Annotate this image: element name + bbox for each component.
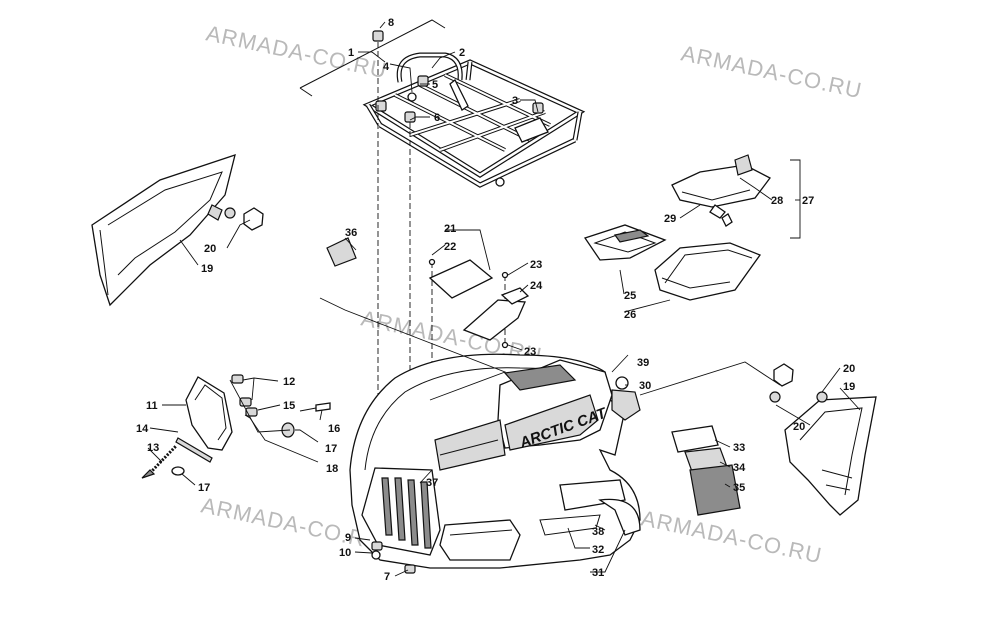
callout-19: 19 bbox=[201, 263, 213, 275]
callout-32: 32 bbox=[592, 544, 604, 556]
callout-8: 8 bbox=[388, 17, 394, 29]
callout-20-right-top: 20 bbox=[843, 363, 855, 375]
callout-28: 28 bbox=[771, 195, 783, 207]
callout-21: 21 bbox=[444, 223, 456, 235]
callout-34: 34 bbox=[733, 462, 746, 474]
callout-36: 36 bbox=[345, 227, 357, 239]
callout-22: 22 bbox=[444, 241, 456, 253]
front-rack-icon bbox=[299, 19, 586, 188]
callout-30: 30 bbox=[639, 380, 651, 392]
callout-5: 5 bbox=[432, 79, 438, 91]
callout-11: 11 bbox=[146, 400, 158, 412]
callout-6: 6 bbox=[434, 112, 440, 124]
callout-37: 37 bbox=[426, 477, 438, 489]
callout-4: 4 bbox=[383, 61, 390, 73]
leader-lines bbox=[147, 21, 861, 577]
headlight-icon bbox=[141, 374, 331, 479]
callout-23-lower: 23 bbox=[524, 346, 536, 358]
callout-33: 33 bbox=[733, 442, 745, 454]
callout-10: 10 bbox=[339, 547, 351, 559]
storage-lid-icon bbox=[671, 154, 771, 227]
callout-23: 23 bbox=[530, 259, 542, 271]
watermark-bottom-right: ARMADA-CO.RU bbox=[639, 505, 825, 568]
callout-14: 14 bbox=[136, 423, 149, 435]
callout-24: 24 bbox=[530, 280, 543, 292]
callout-27: 27 bbox=[802, 195, 814, 207]
callout-31: 31 bbox=[592, 567, 604, 579]
callout-1: 1 bbox=[348, 47, 354, 59]
callout-19-right: 19 bbox=[843, 381, 855, 393]
callout-35: 35 bbox=[733, 482, 745, 494]
decal-icon bbox=[326, 237, 741, 516]
callout-9: 9 bbox=[345, 532, 351, 544]
callout-39: 39 bbox=[637, 357, 649, 369]
callout-17-lower: 17 bbox=[198, 482, 210, 494]
callout-29: 29 bbox=[664, 213, 676, 225]
storage-tray-icon bbox=[583, 224, 762, 301]
callout-20-right: 20 bbox=[793, 421, 805, 433]
callout-2: 2 bbox=[459, 47, 465, 59]
callout-15: 15 bbox=[283, 400, 295, 412]
bumper-icon: ARCTIC CAT bbox=[349, 353, 641, 574]
callout-labels: 1 2 3 4 5 6 7 8 9 10 11 12 13 14 15 16 1… bbox=[136, 17, 855, 583]
callout-18: 18 bbox=[326, 463, 338, 475]
watermark-top-right: ARMADA-CO.RU bbox=[679, 40, 865, 103]
callout-13: 13 bbox=[147, 442, 159, 454]
callout-26: 26 bbox=[624, 309, 636, 321]
callout-20: 20 bbox=[204, 243, 216, 255]
callout-17: 17 bbox=[325, 443, 337, 455]
callout-12: 12 bbox=[283, 376, 295, 388]
callout-3: 3 bbox=[512, 95, 518, 107]
callout-25: 25 bbox=[624, 290, 636, 302]
callout-16: 16 bbox=[328, 423, 340, 435]
callout-38: 38 bbox=[592, 526, 604, 538]
side-panel-icon-left bbox=[91, 154, 264, 307]
side-panel-icon-right bbox=[769, 363, 877, 516]
callout-7: 7 bbox=[384, 571, 390, 583]
